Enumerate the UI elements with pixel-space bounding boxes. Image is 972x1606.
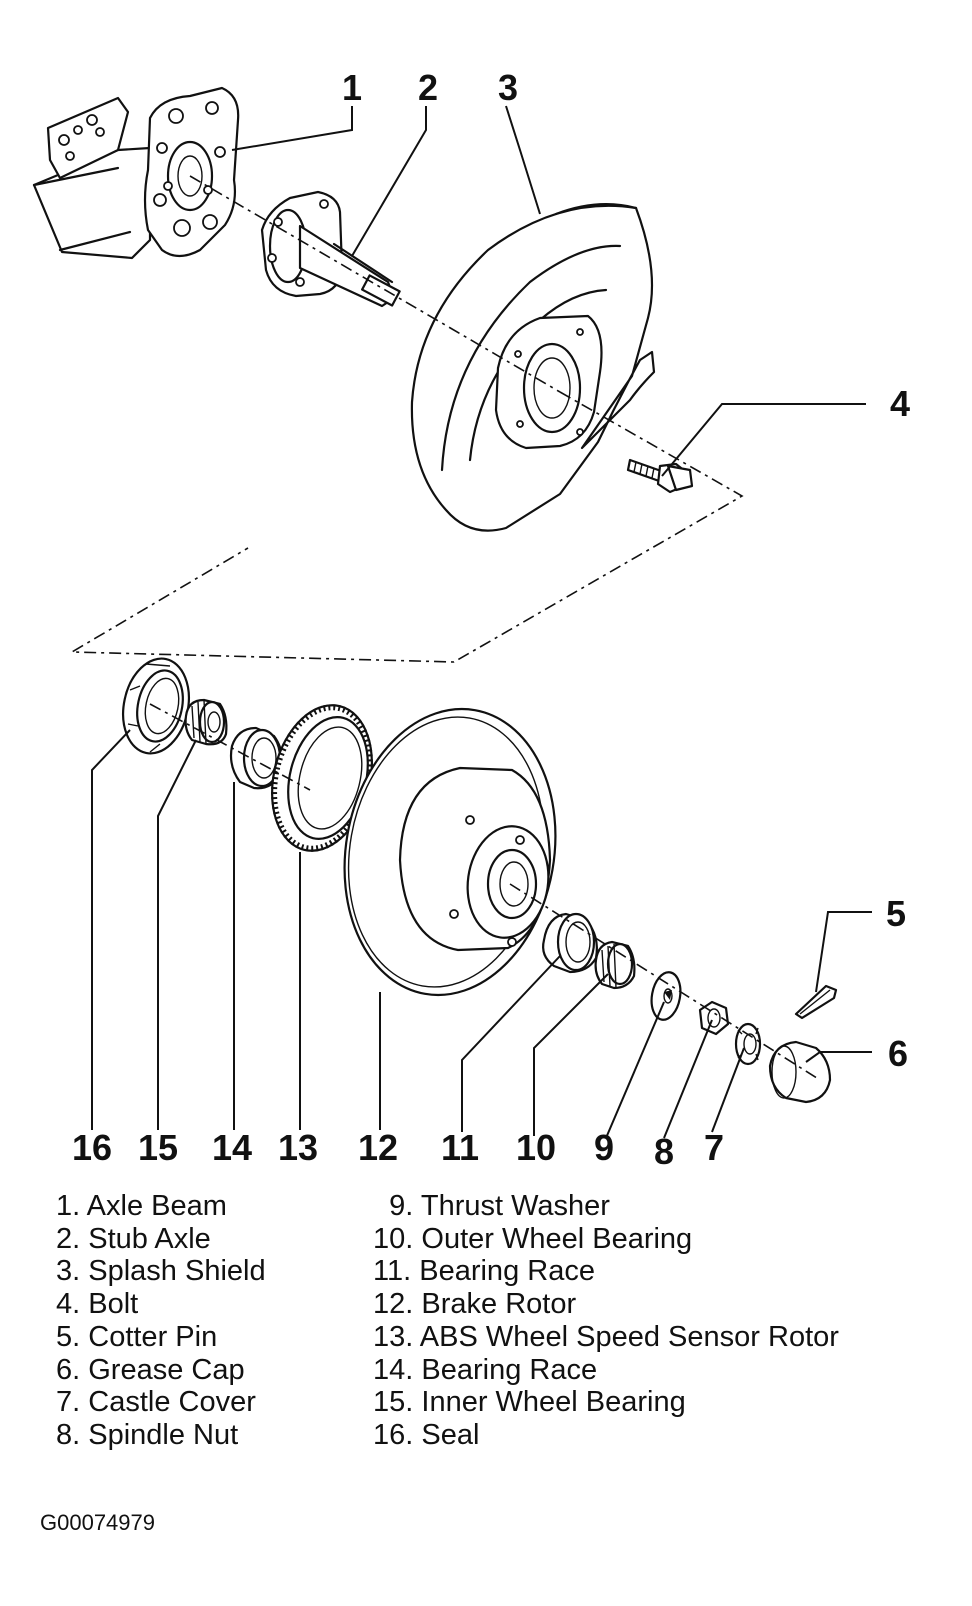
legend-item-number: 8.: [56, 1418, 81, 1451]
legend-item: 12. Brake Rotor: [373, 1288, 839, 1321]
brake-rotor: [343, 707, 557, 997]
callout-5: 5: [886, 893, 906, 934]
callout-6: 6: [888, 1033, 908, 1074]
legend-item: 8. Spindle Nut: [56, 1419, 266, 1452]
legend-item-number: 6.: [56, 1353, 81, 1386]
callout-9: 9: [594, 1127, 614, 1168]
legend-item: 4. Bolt: [56, 1288, 266, 1321]
callout-10: 10: [516, 1127, 556, 1168]
legend-item-label: Bearing Race: [419, 1255, 595, 1288]
legend-item-label: Thrust Washer: [420, 1190, 610, 1222]
legend-item-number: 3.: [56, 1255, 81, 1288]
legend-item: 14. Bearing Race: [373, 1354, 839, 1387]
abs-sensor-rotor: [271, 704, 373, 852]
legend-item-number: 4.: [56, 1288, 81, 1321]
legend-item-label: Castle Cover: [88, 1386, 256, 1419]
legend-item-label: Bearing Race: [421, 1353, 598, 1386]
legend-item: 1. Axle Beam: [56, 1190, 266, 1223]
legend-item-label: Axle Beam: [86, 1190, 227, 1222]
spindle-nut: [698, 1000, 730, 1036]
figure-id: G00074979: [40, 1510, 155, 1535]
assembly-centerlines: [69, 175, 821, 1081]
callout-3: 3: [498, 67, 518, 108]
legend-item-number: 2.: [56, 1222, 81, 1255]
legend-item-number: 16.: [373, 1418, 414, 1451]
legend-right-column: 9. Thrust Washer 10. Outer Wheel Bearing…: [373, 1190, 839, 1452]
legend-item-label: Bolt: [88, 1288, 139, 1321]
callout-4: 4: [890, 383, 910, 424]
thrust-washer: [650, 971, 682, 1021]
callout-1: 1: [342, 67, 362, 108]
legend-item-label: Brake Rotor: [421, 1288, 577, 1321]
legend-item-label: Spindle Nut: [88, 1418, 239, 1451]
legend-item-label: Grease Cap: [88, 1353, 245, 1386]
callout-8: 8: [654, 1131, 674, 1172]
legend-item: 10. Outer Wheel Bearing: [373, 1223, 839, 1256]
callout-15: 15: [138, 1127, 178, 1168]
legend-item-number: 11.: [373, 1255, 412, 1288]
legend-item: 15. Inner Wheel Bearing: [373, 1386, 839, 1419]
callout-2: 2: [418, 67, 438, 108]
legend-item-number: 7.: [56, 1386, 81, 1419]
callout-leaders: [91, 105, 872, 1139]
callout-14: 14: [212, 1127, 252, 1168]
callout-16: 16: [72, 1127, 112, 1168]
legend-item-number: 15.: [373, 1386, 414, 1419]
legend-item: 5. Cotter Pin: [56, 1321, 266, 1354]
bearing-race-outer: [542, 912, 598, 974]
bolt: [626, 458, 694, 494]
legend-item-label: ABS Wheel Speed Sensor Rotor: [419, 1320, 839, 1353]
seal: [122, 657, 190, 755]
legend-item-label: Splash Shield: [88, 1255, 266, 1288]
legend-item: 9. Thrust Washer: [373, 1190, 839, 1223]
legend-item: 3. Splash Shield: [56, 1255, 266, 1288]
legend-item: 13. ABS Wheel Speed Sensor Rotor: [373, 1321, 839, 1354]
inner-wheel-bearing: [184, 698, 228, 746]
legend-item-label: Outer Wheel Bearing: [421, 1222, 693, 1255]
legend-item-number: 14.: [373, 1353, 414, 1386]
legend-item-label: Inner Wheel Bearing: [421, 1386, 686, 1419]
callout-numbers: 1 2 3 4 5 6 7 8 9 10 11 12 13 14 15 16: [72, 67, 910, 1172]
callout-13: 13: [278, 1127, 318, 1168]
legend-item: 7. Castle Cover: [56, 1386, 266, 1419]
legend-item: 16. Seal: [373, 1419, 839, 1452]
cotter-pin: [794, 984, 838, 1020]
legend-item-number: 13.: [373, 1320, 414, 1353]
legend-item-label: Cotter Pin: [88, 1320, 218, 1353]
stub-axle: [260, 190, 401, 308]
axle-beam: [32, 86, 240, 260]
legend-item-number: 9.: [389, 1190, 414, 1222]
legend-item-number: 12.: [373, 1288, 414, 1321]
splash-shield: [410, 203, 656, 532]
callout-11: 11: [441, 1127, 479, 1168]
grease-cap: [768, 1040, 832, 1104]
legend-item-number: 1.: [56, 1190, 81, 1222]
callout-12: 12: [358, 1127, 398, 1168]
legend-item: 2. Stub Axle: [56, 1223, 266, 1256]
legend-item: 6. Grease Cap: [56, 1354, 266, 1387]
legend-item: 11. Bearing Race: [373, 1255, 839, 1288]
legend-left-column: 1. Axle Beam 2. Stub Axle 3. Splash Shie…: [56, 1190, 266, 1452]
callout-7: 7: [704, 1127, 724, 1168]
legend-item-label: Stub Axle: [88, 1222, 211, 1255]
legend-item-number: 10.: [373, 1222, 414, 1255]
legend-item-number: 5.: [56, 1320, 81, 1353]
legend-item-label: Seal: [421, 1418, 480, 1451]
